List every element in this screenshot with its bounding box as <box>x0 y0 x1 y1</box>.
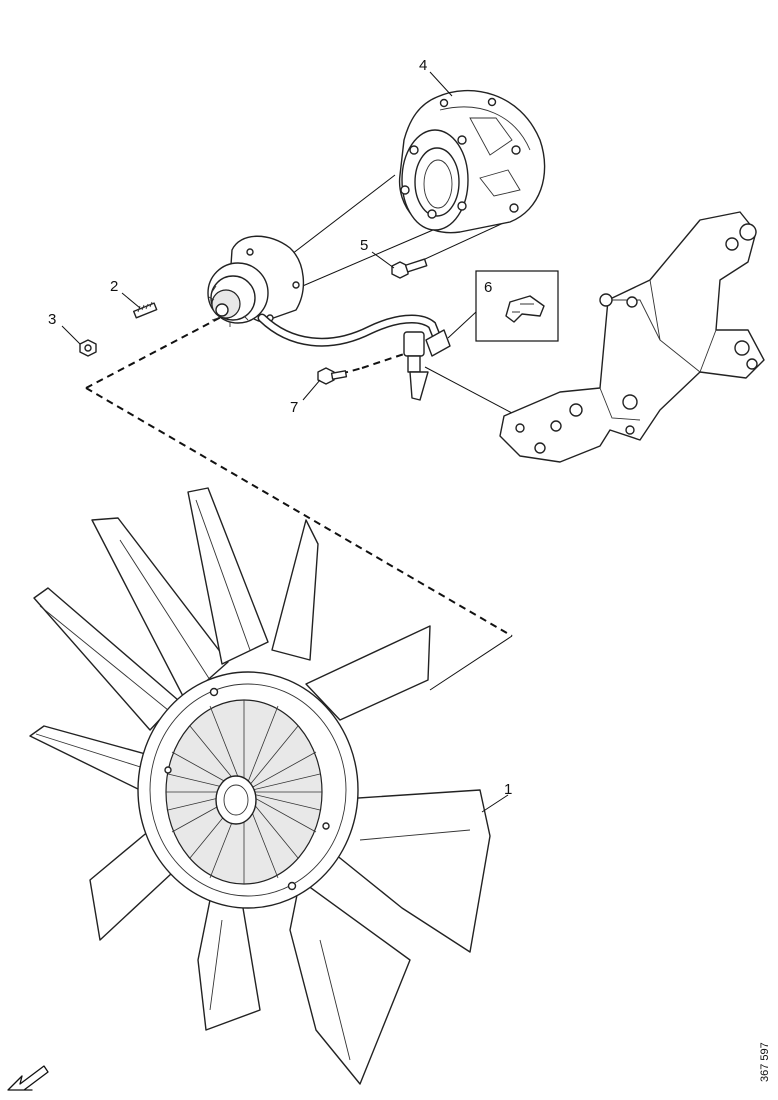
fan-blade <box>271 519 319 661</box>
callout-leaders <box>61 71 509 813</box>
clamp-detail-inset <box>447 270 559 342</box>
cooling-fan <box>29 487 491 1085</box>
callout-5: 5 <box>360 237 368 254</box>
callout-3: 3 <box>48 311 56 328</box>
fan-drive-hub <box>207 235 305 327</box>
engine-mount-bracket <box>499 211 765 463</box>
fan-bracket-housing <box>398 89 546 234</box>
fan-blade <box>305 625 431 721</box>
callout-2: 2 <box>110 278 118 295</box>
drawing-reference-code: 367 597 <box>759 1042 771 1082</box>
fan-blade <box>187 487 269 665</box>
stud-bolt-part-2 <box>132 301 158 319</box>
screw-part-7 <box>317 367 348 385</box>
fan-blade <box>289 879 411 1085</box>
callout-7: 7 <box>290 399 298 416</box>
screw-part-5 <box>391 258 428 279</box>
wiring-harness <box>257 313 451 401</box>
callout-6: 6 <box>484 279 492 296</box>
callout-4: 4 <box>419 57 427 74</box>
front-direction-arrow-icon <box>7 1065 49 1091</box>
callout-1: 1 <box>504 781 512 798</box>
fan-blade <box>197 889 261 1031</box>
nut-part-3 <box>79 339 97 357</box>
